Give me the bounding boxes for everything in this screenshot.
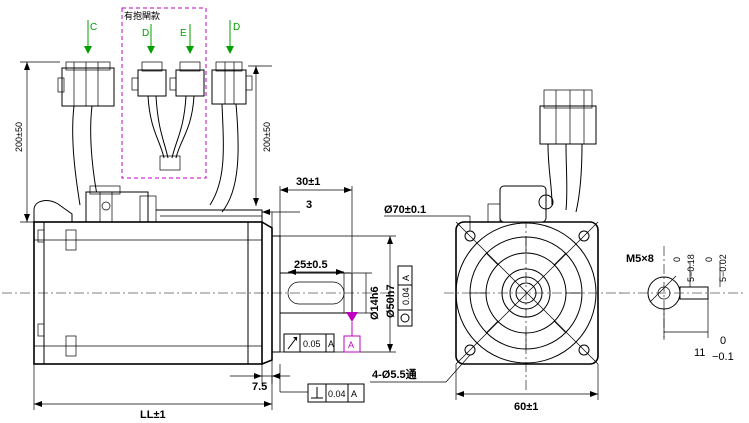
dim-holes-text: 4-Ø5.5通: [372, 368, 417, 381]
connector-d-arrowhead: [226, 46, 234, 54]
connector-d-label: D: [233, 22, 240, 33]
connector-e-label: E: [180, 28, 187, 39]
datum-a-label: A: [348, 340, 354, 350]
dim-thread-text: M5×8: [626, 253, 654, 265]
gdt-circularity: [397, 265, 413, 327]
connector-c: [57, 61, 115, 206]
front-view: [444, 200, 624, 392]
gdt-runout-val: 0.05: [303, 339, 321, 349]
brake-variant-box: [121, 7, 207, 179]
dim-60-text: 60±1: [514, 401, 538, 413]
top-housing: [33, 185, 263, 223]
motor-body: [33, 221, 263, 365]
cable-dim-right-text: 200±50: [262, 122, 272, 152]
shaft-end-detail: [620, 246, 744, 340]
front-connector: [487, 89, 597, 223]
key-tol2-bot: 5−0.02: [718, 254, 728, 282]
key-tol-top: 0: [672, 257, 682, 262]
key-tol-bot: 5−0.18: [686, 254, 696, 282]
gdt-perp-ref: A: [351, 389, 357, 399]
cable-dim-left: [20, 61, 60, 223]
cable-dim-right: [248, 65, 272, 206]
dim-11-text: 11: [694, 347, 705, 359]
front-ribs: [470, 237, 582, 349]
gdt-circularity-val: 0.04: [401, 287, 411, 305]
connector-d: [209, 61, 253, 213]
dim-25-text: 25±0.5: [294, 259, 328, 271]
dim-3-text: 3: [306, 199, 312, 211]
dim-bolt-circle-text: Ø70±0.1: [384, 204, 426, 216]
connector-d1-label: D: [142, 28, 149, 39]
gdt-circularity-ref: A: [401, 275, 411, 281]
dim-shaft-text: Ø14h6: [369, 286, 381, 320]
dim-30-text: 30±1: [296, 176, 320, 188]
key-tol2-top: 0: [704, 257, 714, 262]
gdt-perpendicularity: [279, 364, 365, 403]
dim-7-5-text: 7.5: [252, 381, 267, 393]
dim-holes-leader: [370, 354, 471, 383]
connector-d1-arrowhead: [147, 46, 155, 54]
dim-30: [279, 186, 353, 272]
connector-c-label: C: [90, 22, 97, 33]
dim-pilot-dia: [280, 235, 396, 353]
datum-a-box: [343, 335, 361, 353]
gdt-runout-ref: A: [328, 339, 334, 349]
gdt-runout: [283, 333, 335, 353]
tol-minus-text: −0.1: [712, 351, 734, 363]
dim-ll-text: LL±1: [140, 409, 166, 421]
dim-pilot-text: Ø50h7: [385, 284, 397, 318]
gdt-perp-val: 0.04: [328, 389, 346, 399]
dim-60: [455, 364, 599, 400]
cable-dim-left-text: 200±50: [14, 122, 24, 152]
connector-e-arrowhead: [186, 46, 194, 54]
datum-a-triangle: [346, 312, 358, 322]
tol-0-text: 0: [720, 335, 726, 347]
brake-connectors: [131, 61, 205, 171]
motor-shaft: [279, 272, 353, 314]
dim-bolt-circle: [384, 215, 471, 231]
dim-ll: [33, 364, 273, 410]
dim-3: [262, 209, 300, 228]
brake-variant-note: 有抱閘款: [124, 10, 160, 21]
connector-c-arrowhead: [84, 46, 92, 54]
dim-25: [288, 269, 344, 275]
